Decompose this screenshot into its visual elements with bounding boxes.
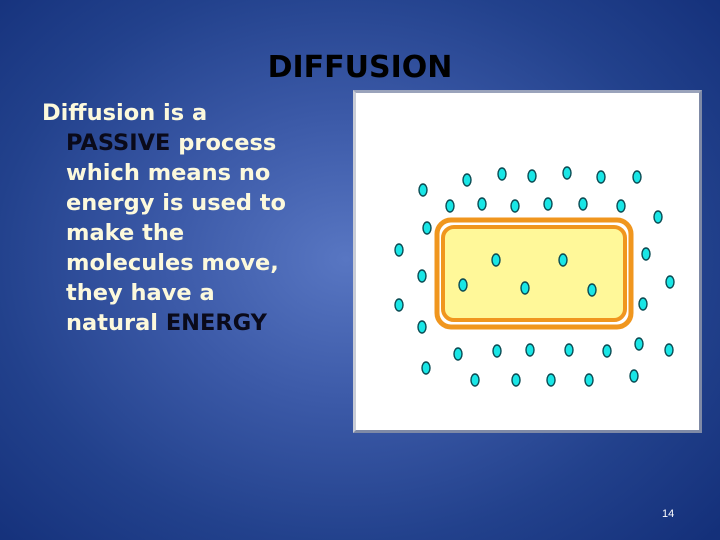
body-line-2: PASSIVE process (66, 130, 277, 156)
slide-title: DIFFUSION (267, 50, 453, 85)
body-line-7: they have a (66, 280, 215, 306)
body-line-1: Diffusion is a (42, 100, 208, 126)
body-line-4: energy is used to (66, 190, 287, 216)
energy-emphasis: ENERGY (165, 310, 267, 336)
diffusion-diagram-svg (394, 166, 675, 387)
body-line-5: make the (66, 220, 185, 246)
slide-body-text: Diffusion is a PASSIVE process which mea… (42, 98, 342, 338)
cell-interior (441, 225, 627, 322)
body-line-8: natural ENERGY (66, 310, 267, 336)
slide-number: 14 (662, 508, 675, 520)
body-line-6: molecules move, (66, 250, 279, 276)
body-line-3: which means no (66, 160, 271, 186)
cell-membrane-outer (434, 217, 634, 330)
diffusion-diagram (353, 90, 702, 433)
passive-emphasis: PASSIVE (66, 130, 171, 156)
molecules (394, 166, 675, 387)
